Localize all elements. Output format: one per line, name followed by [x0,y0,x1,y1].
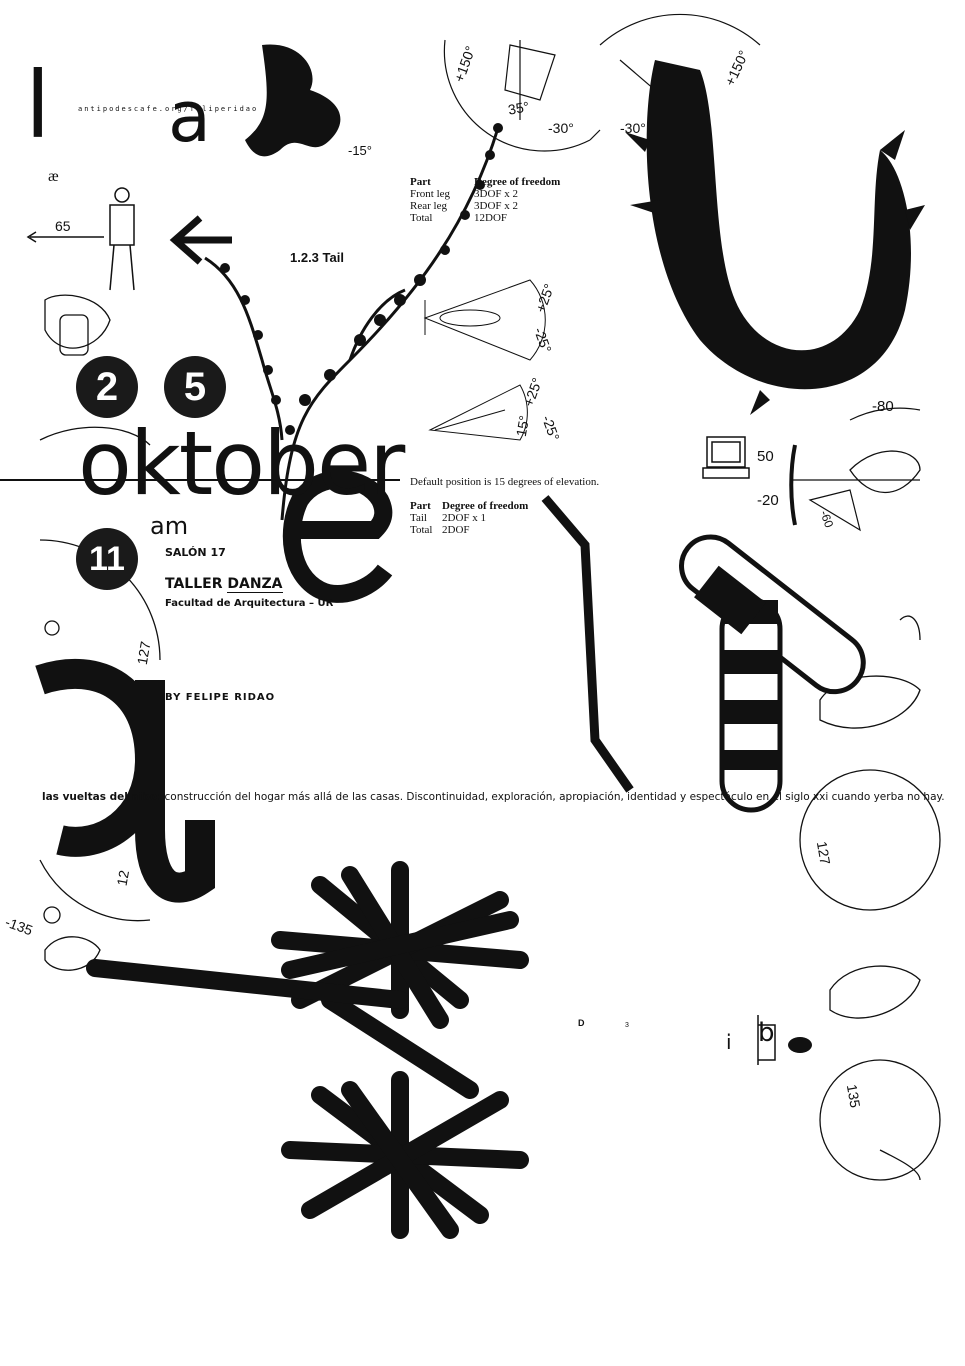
big-g-glyph [35,658,215,903]
big-e-glyph [282,470,393,603]
fragment-letter: b [758,1018,775,1048]
robot-sketch-right [799,450,941,1181]
fragment-letter: D [578,1018,585,1028]
tail-heading: 1.2.3 Tail [290,250,344,265]
logo-letter-l: l [25,52,51,159]
table-cell: Total [410,212,433,224]
ae-glyph: æ [48,168,59,185]
date-digit-badge: 5 [164,356,226,418]
stick-figure [26,187,135,291]
table-cell: Total [410,524,433,536]
brush-u-shape [625,60,925,415]
big-arrow [169,215,232,265]
angle-label: 50 [757,448,774,465]
angle-label: -20 [757,492,779,509]
arrow-label: 65 [55,218,71,234]
computer-icon [702,436,750,479]
gauge-right [789,407,921,532]
fragment-letter: i [726,1030,732,1054]
fragment-letter: 3 [625,1022,629,1029]
table-header: Part [410,500,431,512]
table-cell: 2DOF x 1 [442,512,487,524]
description: las vueltas del aibo: construcción del h… [42,791,945,803]
angle-label: 12 [113,868,133,888]
venue: SALÓN 17 [165,546,226,559]
table-cell: 3DOF x 2 [474,188,519,200]
date-digit-badge: 2 [76,356,138,418]
table-cell: 12DOF [474,212,508,224]
time-suffix: am [150,512,189,540]
hour-badge: 11 [76,528,138,590]
tail-diagram-2 [428,384,528,441]
institution: Facultad de Arquitectura – UR [165,598,334,609]
dof-table-tail: Part Degree of freedom Tail 2DOF x 1 Total… [410,500,570,536]
ink-smear-top [245,44,341,157]
slanted-bar [541,495,634,793]
byline: BY FELIPE RIDAO [165,692,276,703]
event-title-prefix: TALLER [165,576,223,592]
table-cell: 3DOF x 2 [474,200,519,212]
description-body: construcción del hogar más allá de las c… [164,791,945,803]
table-header: Part [410,176,431,188]
protractor-top [443,39,601,152]
event-title-emphasis: DANZA [227,576,283,593]
starburst-stem [86,959,409,1009]
angle-label: -30° [620,120,646,136]
angle-label: -15° [348,143,372,158]
month-label: oktober [78,412,405,515]
table-header: Degree of freedom [474,176,561,188]
table-cell: Front leg [410,188,451,200]
angle-label: -80 [872,398,894,415]
logo-letter-a: a [168,76,211,158]
url-strip: antipodescafe.org/feliperidao [78,105,259,113]
bead-dots [220,123,503,435]
table-cell: Rear leg [410,200,447,212]
table-cell: 2DOF [442,524,470,536]
bead-branch [204,127,500,521]
description-lead: las vueltas del aibo: [42,791,162,803]
b-bracket [757,1015,776,1065]
tail-diagram-1 [423,279,546,361]
event-title: TALLER DANZA [165,576,283,593]
angle-label: -30° [548,120,574,136]
table-header: Degree of freedom [442,500,529,512]
table-cell: Tail [410,512,427,524]
t-capsule-glyph [679,534,866,813]
starburst-glyph [271,861,529,1239]
default-position-note: Default position is 15 degrees of elevat… [410,476,600,488]
ink-blot [788,1037,812,1053]
